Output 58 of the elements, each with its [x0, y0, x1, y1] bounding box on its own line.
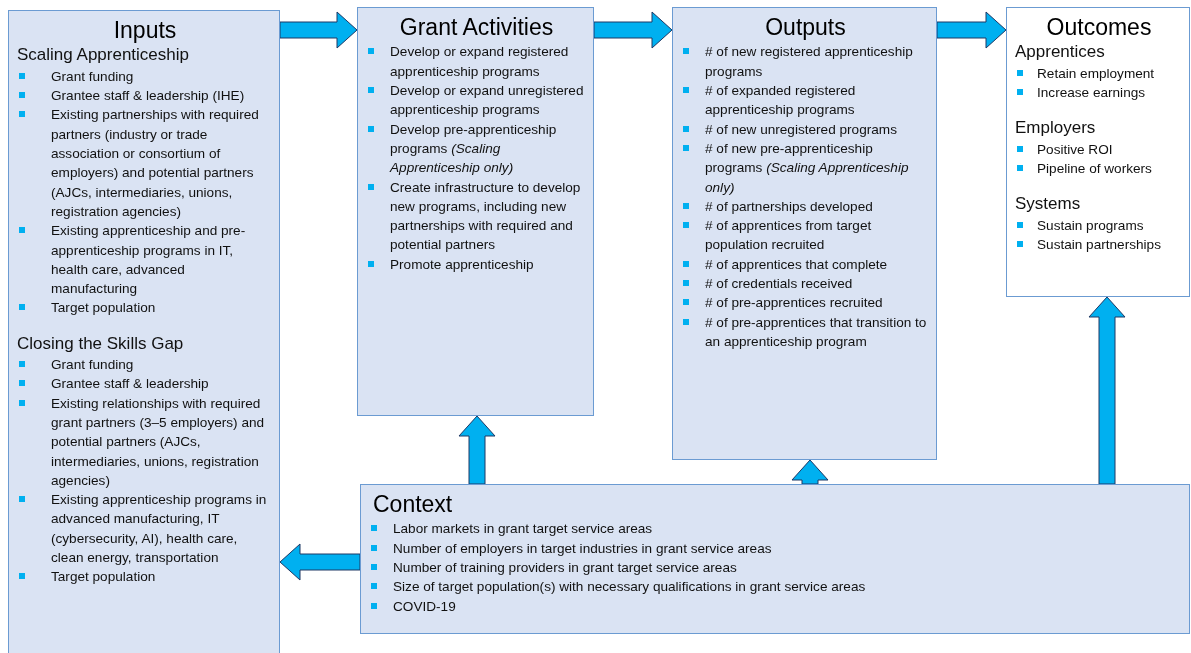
- bullet-item: Sustain programs: [1015, 215, 1183, 236]
- bullet-item: # of apprentices that complete: [681, 254, 930, 274]
- bullet-item: Promote apprenticeship: [366, 254, 587, 274]
- bullet-item: Grant funding: [17, 355, 273, 375]
- bullet-item: # of apprentices from target population recruited: [681, 216, 930, 255]
- block-arrow: [458, 415, 496, 485]
- bullet-item: Number of employers in target industries in grant service areas: [369, 538, 1183, 559]
- bullet-item: Develop or expand registered apprenticeship programs: [366, 42, 587, 82]
- bullet-item: Retain employment: [1015, 63, 1183, 84]
- block-arrow: [279, 11, 358, 49]
- section-heading: Apprentices: [1015, 42, 1106, 63]
- bullet-item: Grant funding: [17, 66, 273, 87]
- bullet-item: # of pre-apprentices that transition to an apprenticeship program: [681, 312, 930, 352]
- bullet-item: Create infrastructure to develop new programs, including new partnerships with required and potential partners: [366, 177, 587, 255]
- block-arrow: [1088, 296, 1126, 485]
- bullet-item: COVID-19: [369, 596, 1183, 616]
- box-heading: Grant Activities: [398, 14, 555, 41]
- bullet-item: Positive ROI: [1015, 139, 1183, 160]
- bullet-item: Existing relationships with required grant partners (3–5 employers) and potential partners (AJCs, intermediaries, unions, registration agencies): [17, 393, 273, 491]
- bullet-item: Increase earnings: [1015, 83, 1183, 103]
- box-heading: Outputs: [764, 14, 847, 41]
- bullet-item: # of new pre-apprenticeship programs (Scaling Apprenticeship only): [681, 138, 930, 197]
- bullet-item: # of new unregistered programs: [681, 119, 930, 139]
- bullet-item: Size of target population(s) with necessary qualifications in grant service areas: [369, 577, 1183, 597]
- section-heading: Closing the Skills Gap: [17, 333, 185, 355]
- bullet-item: # of new registered apprenticeship programs: [681, 42, 930, 82]
- bullet-item: Sustain partnerships: [1015, 235, 1183, 255]
- bullet-item: Number of training providers in grant target service areas: [369, 558, 1183, 578]
- content-box: [672, 7, 937, 460]
- block-arrow: [791, 459, 829, 485]
- block-arrow: [936, 11, 1007, 49]
- content-box: [357, 7, 594, 416]
- bullet-item: Pipeline of workers: [1015, 159, 1183, 179]
- bullet-item: # of partnerships developed: [681, 196, 930, 217]
- bullet-item: Existing apprenticeship and pre-apprenticeship programs in IT, health care, advanced manufacturing: [17, 221, 273, 299]
- box-heading: Inputs: [112, 17, 178, 44]
- bullet-item: Target population: [17, 298, 273, 318]
- bullet-item: Existing apprenticeship programs in advanced manufacturing, IT (cybersecurity, AI), health care, clean energy, transportation: [17, 490, 273, 568]
- block-arrow: [279, 543, 361, 581]
- section-heading: Scaling Apprenticeship: [17, 45, 190, 66]
- bullet-item: # of credentials received: [681, 274, 930, 294]
- bullet-item: Existing partnerships with required partners (industry or trade association or consortium of employers) and potential partners (AJCs, intermediaries, unions, registration agencies): [17, 105, 273, 222]
- bullet-item: Grantee staff & leadership (IHE): [17, 86, 273, 106]
- section-heading: Systems: [1015, 194, 1082, 215]
- box-heading: Context: [373, 491, 454, 518]
- bullet-item: # of pre-apprentices recruited: [681, 293, 930, 313]
- bullet-item: Target population: [17, 567, 273, 587]
- content-box: [1006, 7, 1190, 297]
- section-heading: Employers: [1015, 118, 1097, 139]
- bullet-item: Grantee staff & leadership: [17, 374, 273, 394]
- bullet-item: Develop or expand unregistered apprenticeship programs: [366, 81, 587, 120]
- bullet-item: Labor markets in grant target service areas: [369, 519, 1183, 539]
- content-box: [360, 484, 1190, 634]
- box-heading: Outcomes: [1045, 14, 1153, 41]
- bullet-item: # of expanded registered apprenticeship programs: [681, 81, 930, 120]
- bullet-item: Develop pre-apprenticeship programs (Scaling Apprenticeship only): [366, 119, 587, 178]
- block-arrow: [593, 11, 673, 49]
- content-box: [8, 10, 280, 653]
